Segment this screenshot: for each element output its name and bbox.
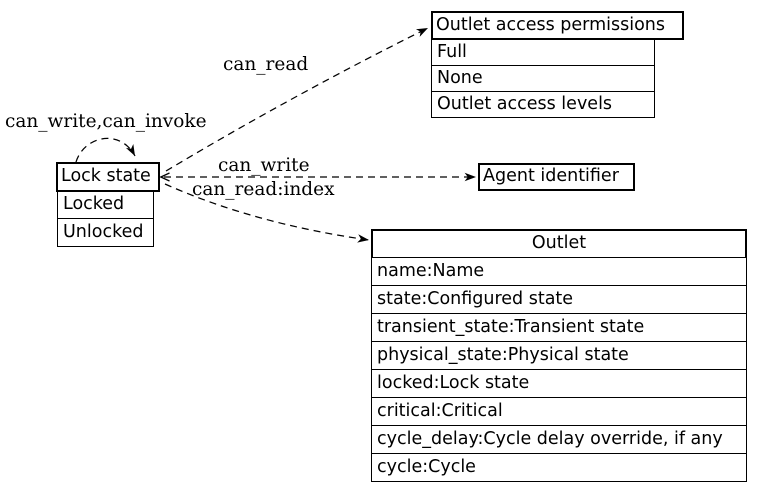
table-row: locked:Lock state: [371, 369, 747, 398]
outlet-header: Outlet: [371, 229, 747, 259]
agent-identifier-box: Agent identifier: [478, 163, 635, 191]
table-row: Unlocked: [57, 218, 154, 247]
table-row: Full: [431, 39, 655, 66]
table-row: physical_state:Physical state: [371, 341, 747, 370]
table-row: critical:Critical: [371, 397, 747, 426]
edge-can-read-index: [164, 183, 370, 243]
table-row: Locked: [57, 191, 154, 219]
table-row: state:Configured state: [371, 285, 747, 314]
edge-label-can-write-can-invoke: can_write,can_invoke: [5, 111, 207, 132]
edge-self-loop: [75, 137, 136, 163]
table-row: transient_state:Transient state: [371, 313, 747, 342]
edge-can-read: [165, 27, 429, 172]
edge-label-can-read-index: can_read:index: [192, 179, 335, 200]
table-row: None: [431, 65, 655, 92]
table-row: Outlet access levels: [431, 91, 655, 118]
table-row: cycle:Cycle: [371, 453, 747, 482]
edge-label-can-read: can_read: [223, 54, 309, 75]
edge-label-can-write: can_write: [218, 155, 310, 176]
lock-state-header: Lock state: [56, 162, 160, 192]
arrowhead-into-lock-state-icon: [159, 172, 170, 182]
table-row: cycle_delay:Cycle delay override, if any: [371, 425, 747, 454]
table-row: name:Name: [371, 257, 747, 286]
outlet-access-permissions-header: Outlet access permissions: [431, 11, 684, 40]
